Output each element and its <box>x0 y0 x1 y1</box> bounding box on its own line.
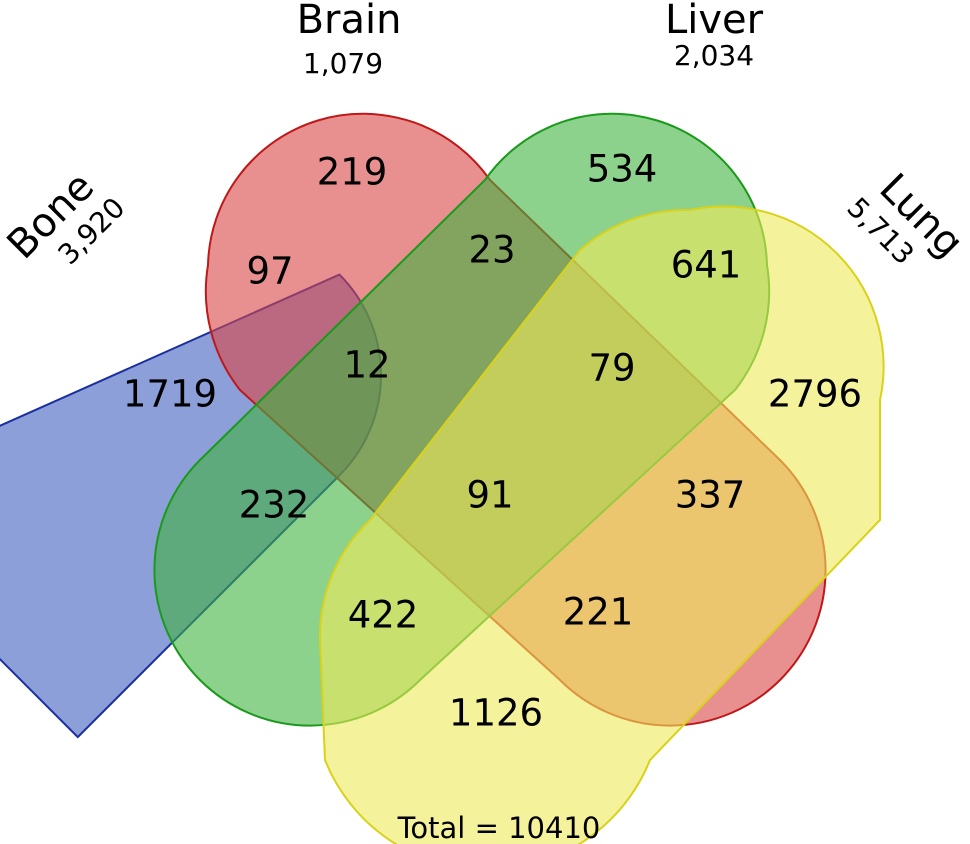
set-count-liver: 2,034 <box>674 39 754 72</box>
region-bone-brain-liver: 12 <box>343 344 390 387</box>
set-shapes <box>0 112 885 844</box>
set-name-liver: Liver <box>665 0 764 43</box>
region-lung-only: 2796 <box>768 373 862 416</box>
region-bone-brain: 97 <box>246 250 293 293</box>
total-label: Total = 10410 <box>397 811 601 844</box>
set-name-brain: Brain <box>297 0 402 43</box>
region-brain-liver-lung: 79 <box>588 347 635 390</box>
region-brain-liver: 23 <box>468 229 515 272</box>
region-bone-liver-lung: 422 <box>348 594 419 637</box>
region-liver-lung: 641 <box>671 244 742 287</box>
region-bone-only: 1719 <box>123 373 217 416</box>
region-bone-lung: 1126 <box>449 692 543 735</box>
region-labels: 1719 219 534 2796 97 23 641 12 79 232 91… <box>123 148 862 735</box>
region-brain-lung: 337 <box>675 474 746 517</box>
region-all-four: 91 <box>466 474 513 517</box>
region-bone-liver: 232 <box>239 484 310 527</box>
region-bone-brain-lung: 221 <box>563 591 634 634</box>
lung-set-shape <box>318 205 885 844</box>
region-liver-only: 534 <box>587 148 658 191</box>
set-count-brain: 1,079 <box>303 47 383 80</box>
region-brain-only: 219 <box>317 151 388 194</box>
